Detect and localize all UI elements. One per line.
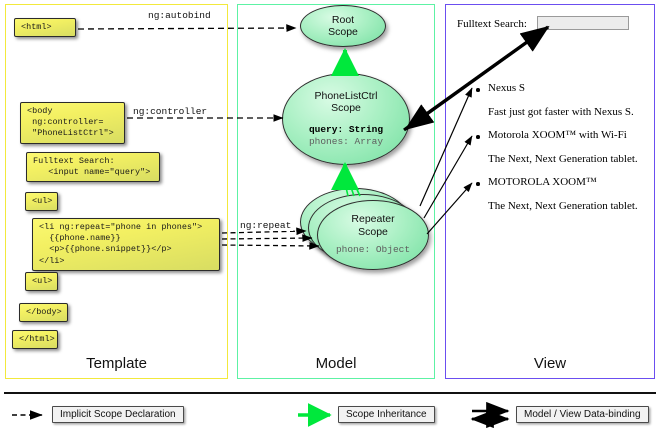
view-phone-snippet: The Next, Next Generation tablet. bbox=[488, 153, 638, 165]
fulltext-search-box: Fulltext Search: <input name="query"> bbox=[26, 152, 160, 183]
html-close-box: </html> bbox=[12, 330, 58, 350]
phonelistctrl-scope-prop-query: query: String bbox=[308, 123, 384, 135]
root-scope-title-line-1: Root bbox=[331, 13, 355, 26]
panel-template-label: Template bbox=[86, 355, 147, 372]
ul-open-box: <ul> bbox=[25, 192, 58, 212]
panel-model: Model bbox=[237, 4, 435, 379]
label-ng-repeat: ng:repeat bbox=[238, 220, 294, 231]
panel-view-label: View bbox=[533, 355, 567, 372]
legend-implicit-scope-declaration: Implicit Scope Declaration bbox=[52, 406, 184, 423]
view-phone-name: MOTOROLA XOOM™ bbox=[488, 176, 597, 188]
repeater-scope-title-line-1: Repeater bbox=[351, 213, 395, 226]
phonelistctrl-scope-title-line-2: Scope bbox=[331, 102, 361, 115]
repeater-scope-title-line-2: Scope bbox=[358, 225, 388, 238]
view-phone-snippet: Fast just got faster with Nexus S. bbox=[488, 106, 634, 118]
view-search-label: Fulltext Search: bbox=[457, 18, 527, 30]
panel-model-label: Model bbox=[315, 355, 357, 372]
body-close-box: </body> bbox=[19, 303, 68, 323]
legend-divider bbox=[4, 392, 656, 394]
html-open-box: <html> bbox=[14, 18, 76, 38]
view-phone-snippet: The Next, Next Generation tablet. bbox=[488, 200, 638, 212]
phonelistctrl-scope-title-line-1: PhoneListCtrl bbox=[314, 89, 378, 102]
search-input[interactable] bbox=[537, 16, 629, 30]
list-bullet bbox=[476, 135, 480, 139]
li-repeat-box: <li ng:repeat="phone in phones"> {{phone… bbox=[32, 218, 220, 271]
root-scope-title-line-2: Scope bbox=[328, 26, 358, 38]
repeater-scope: Repeater Scope phone: Object bbox=[317, 200, 429, 270]
legend-model-view-data-binding: Model / View Data-binding bbox=[516, 406, 649, 423]
list-bullet bbox=[476, 88, 480, 92]
view-phone-name: Motorola XOOM™ with Wi-Fi bbox=[488, 129, 627, 141]
root-scope: Root Scope bbox=[300, 5, 386, 47]
label-ng-controller: ng:controller bbox=[131, 106, 210, 117]
list-bullet bbox=[476, 182, 480, 186]
ul-close-box: <ul> bbox=[25, 272, 58, 292]
phonelistctrl-scope: PhoneListCtrl Scope query: String phones… bbox=[282, 73, 410, 165]
label-ng-autobind: ng:autobind bbox=[146, 10, 213, 21]
panel-view: View bbox=[445, 4, 655, 379]
phonelistctrl-scope-prop-phones: phones: Array bbox=[308, 135, 384, 147]
repeater-scope-prop-phone: phone: Object bbox=[335, 244, 411, 256]
body-box: <body ng:controller= "PhoneListCtrl"> bbox=[20, 102, 125, 144]
view-phone-name: Nexus S bbox=[488, 82, 525, 94]
legend-scope-inheritance: Scope Inheritance bbox=[338, 406, 435, 423]
